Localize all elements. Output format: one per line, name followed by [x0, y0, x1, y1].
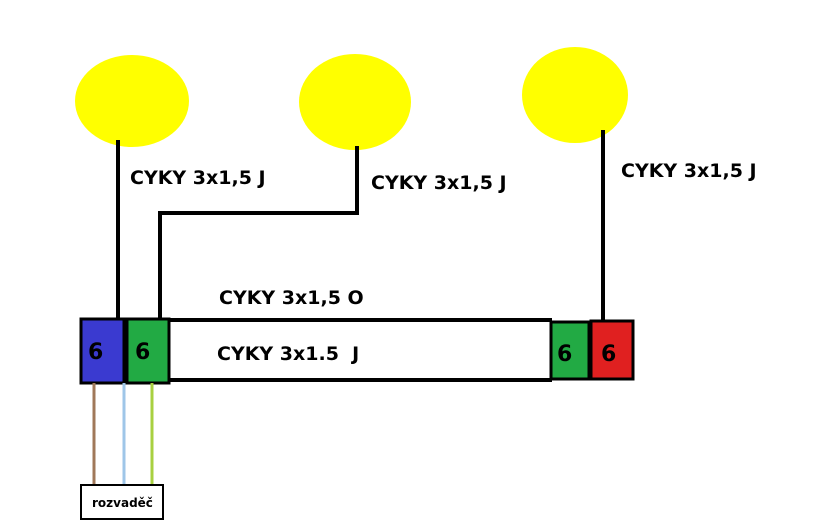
cable-label-lamp-3: CYKY 3x1,5 J	[621, 160, 757, 182]
cable-lamp-2	[158, 146, 359, 320]
distribution-board-label: rozvaděč	[92, 496, 153, 510]
lamp-1	[75, 55, 189, 147]
cable-label-lamp-1: CYKY 3x1,5 J	[130, 167, 266, 189]
junction-box-green-right	[549, 320, 591, 381]
cable-label-top: CYKY 3x1,5 O	[219, 287, 364, 309]
cable-label-middle: CYKY 3x1.5 J	[217, 343, 359, 365]
box-4-number: 6	[601, 342, 616, 367]
lamp-3	[522, 47, 628, 143]
junction-box-red	[589, 319, 635, 381]
box-2-number: 6	[135, 340, 150, 365]
box-1-number: 6	[88, 340, 103, 365]
cable-label-lamp-2: CYKY 3x1,5 J	[371, 172, 507, 194]
junction-box-blue	[79, 317, 126, 385]
box-3-number: 6	[557, 342, 572, 367]
lamp-2	[299, 54, 411, 150]
junction-box-green-left	[125, 317, 171, 385]
distribution-board	[80, 484, 164, 520]
